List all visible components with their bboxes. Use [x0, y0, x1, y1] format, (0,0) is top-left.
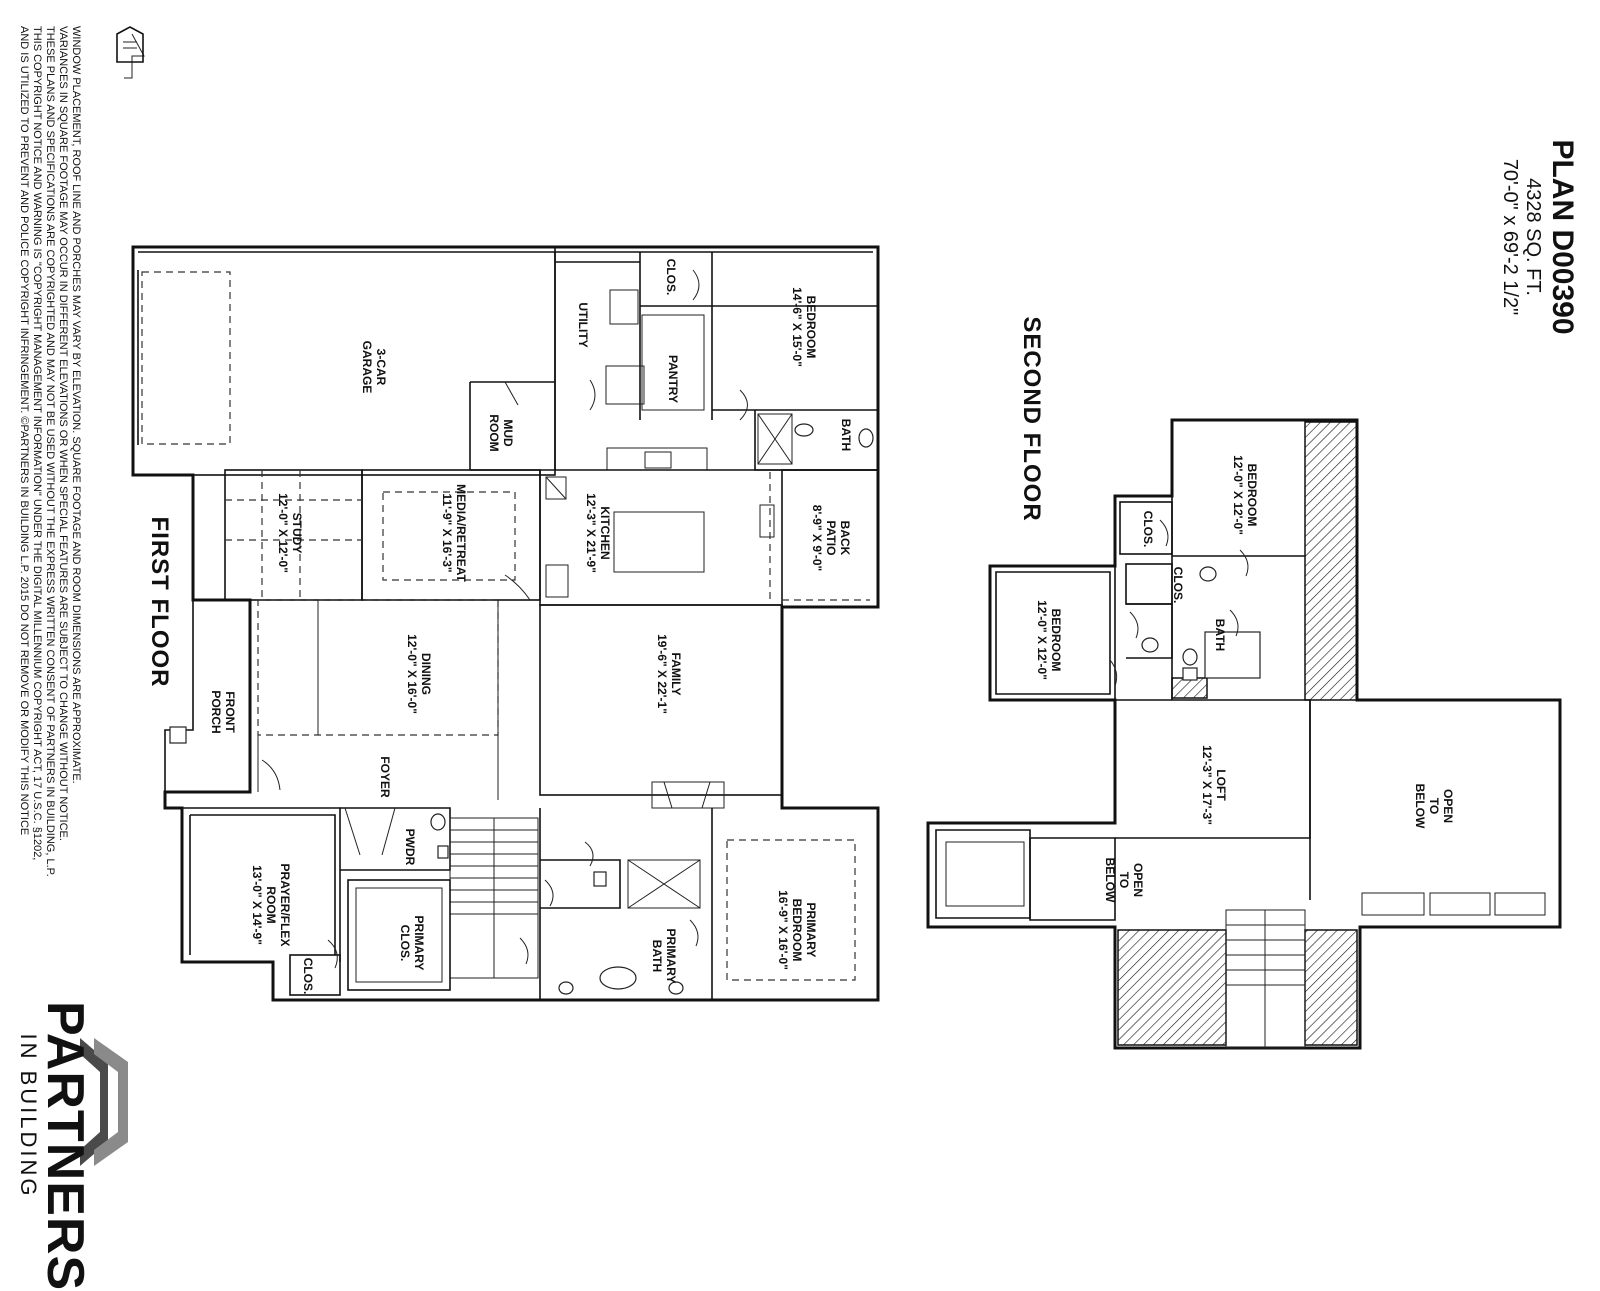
- stairs-second: [1225, 909, 1306, 1049]
- brand-name: PARTNERS: [36, 1001, 94, 1291]
- equal-housing-icon: [116, 26, 145, 79]
- second-floor-label: SECOND FLOOR: [1018, 316, 1045, 522]
- copyright-notice: WINDOW PLACEMENT, ROOF LINE AND PORCHES …: [18, 26, 82, 877]
- room-bath-second: BATH: [1213, 618, 1227, 652]
- stairs: [449, 817, 539, 979]
- room-foyer: FOYER: [378, 756, 392, 798]
- room-utility: UTILITY: [576, 302, 590, 348]
- brand-logo: PARTNERS IN BUILDING: [15, 1001, 94, 1291]
- room-closet-second-b: CLOS.: [1171, 566, 1185, 604]
- plan-title-block: PLAN D00390 4328 SQ. FT. 70'-0" x 69'-2 …: [1469, 37, 1580, 437]
- brand-subtitle: IN BUILDING: [16, 1033, 41, 1199]
- room-bath-first: BATH: [839, 418, 853, 452]
- plan-title: PLAN D00390: [1546, 139, 1579, 335]
- room-closet-second-a: CLOS.: [1141, 510, 1155, 548]
- first-floor-plan: [131, 245, 880, 1002]
- plan-dimensions: 70'-0" x 69'-2 1/2": [1499, 158, 1522, 316]
- room-pantry: PANTRY: [666, 355, 680, 403]
- room-powder: PWDR: [403, 828, 417, 866]
- plan-sqft: 4328 SQ. FT.: [1522, 178, 1545, 296]
- partners-chevron-logo-icon: [80, 1038, 128, 1166]
- room-closet-bottom: CLOS.: [301, 957, 315, 995]
- first-floor-label: FIRST FLOOR: [146, 516, 173, 688]
- room-closet-top: CLOS.: [664, 258, 678, 296]
- second-floor-plan: [926, 418, 1562, 1050]
